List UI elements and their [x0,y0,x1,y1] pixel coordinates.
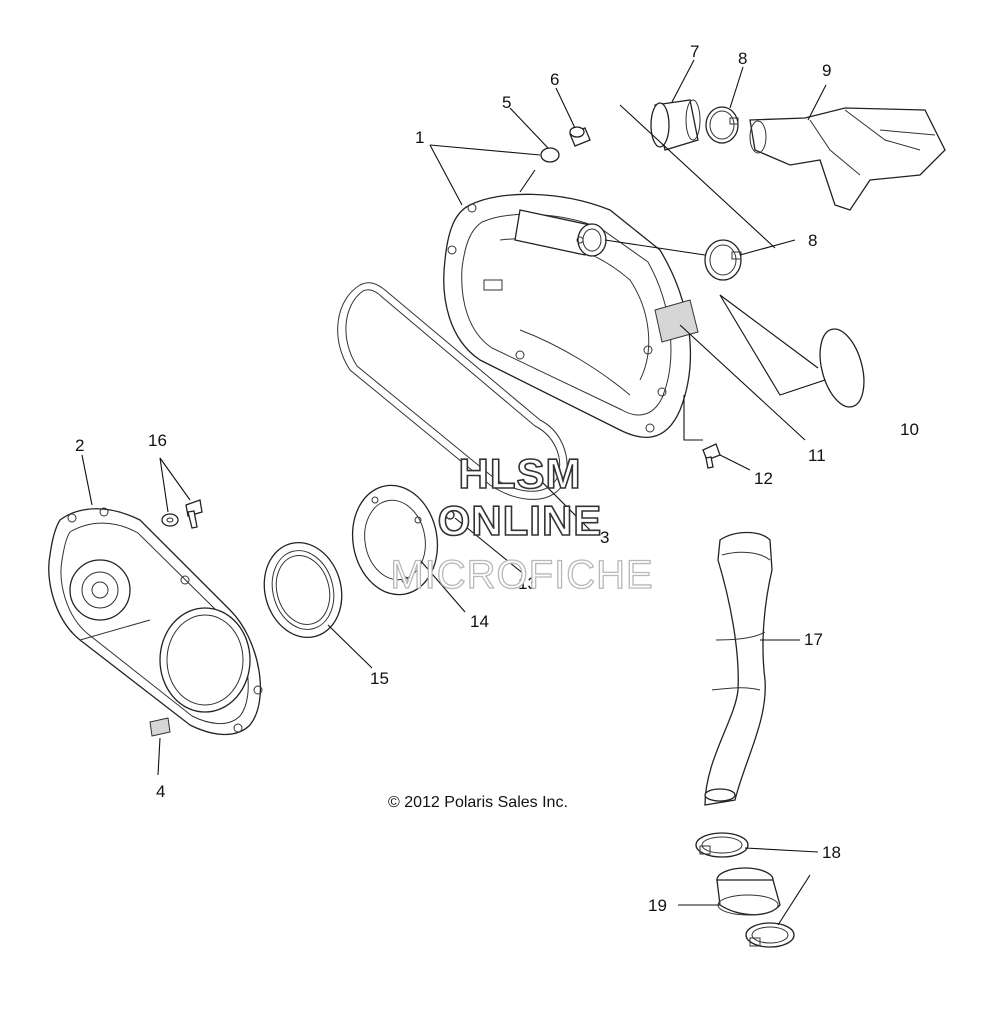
callout-19: 19 [648,896,667,915]
callout-4: 4 [156,782,165,801]
callout-17: 17 [804,630,823,649]
leader-lines [81,59,827,926]
clutch-cover-inner [48,507,263,736]
callout-5: 5 [502,93,511,112]
callout-6: 6 [550,70,559,89]
watermark-line-2: ONLINE [438,497,603,544]
hose-clamp-8-top [705,106,739,144]
hose-clamp-8-lower [704,239,742,281]
outlet-duct-17 [704,531,773,806]
label-decal-4 [149,717,171,737]
watermark-line-3: MICROFICHE [390,553,653,597]
callout-14: 14 [470,612,489,631]
cover-plate-14 [351,484,439,596]
callout-labels: 1 2 3 4 5 6 7 8 8 9 10 11 12 13 14 15 16… [75,42,919,915]
callout-7: 7 [690,42,699,61]
copyright-notice: © 2012 Polaris Sales Inc. [388,794,568,811]
callout-8-top: 8 [738,49,747,68]
callout-3: 3 [600,528,609,547]
bolt-washer-16 [161,499,203,529]
drive-belt [337,282,568,500]
intake-duct-9 [749,107,946,211]
watermark: HLSM ONLINE MICROFICHE [390,449,654,597]
coupler-19 [716,867,781,916]
callout-1: 1 [415,128,424,147]
washer-10 [819,328,865,408]
callout-9: 9 [822,61,831,80]
o-ring-5 [540,147,560,163]
watermark-line-1: HLSM [459,450,582,497]
callout-18: 18 [822,843,841,862]
hose-clamp-18-lower [745,922,795,948]
hose-clamp-18-upper [695,832,749,858]
seal-ring-15 [263,541,343,639]
callout-16: 16 [148,431,167,450]
clutch-cover-outer [443,193,692,439]
callout-11: 11 [808,446,826,465]
callout-15: 15 [370,669,389,688]
callout-13: 13 [518,574,537,593]
callout-12: 12 [754,469,773,488]
callout-2: 2 [75,436,84,455]
callout-10: 10 [900,420,919,439]
screw-12 [702,443,721,469]
drain-plug-6 [569,126,591,147]
callout-8-lower: 8 [808,231,817,250]
duct-adapter-7 [650,99,701,151]
screw-13 [445,510,455,520]
